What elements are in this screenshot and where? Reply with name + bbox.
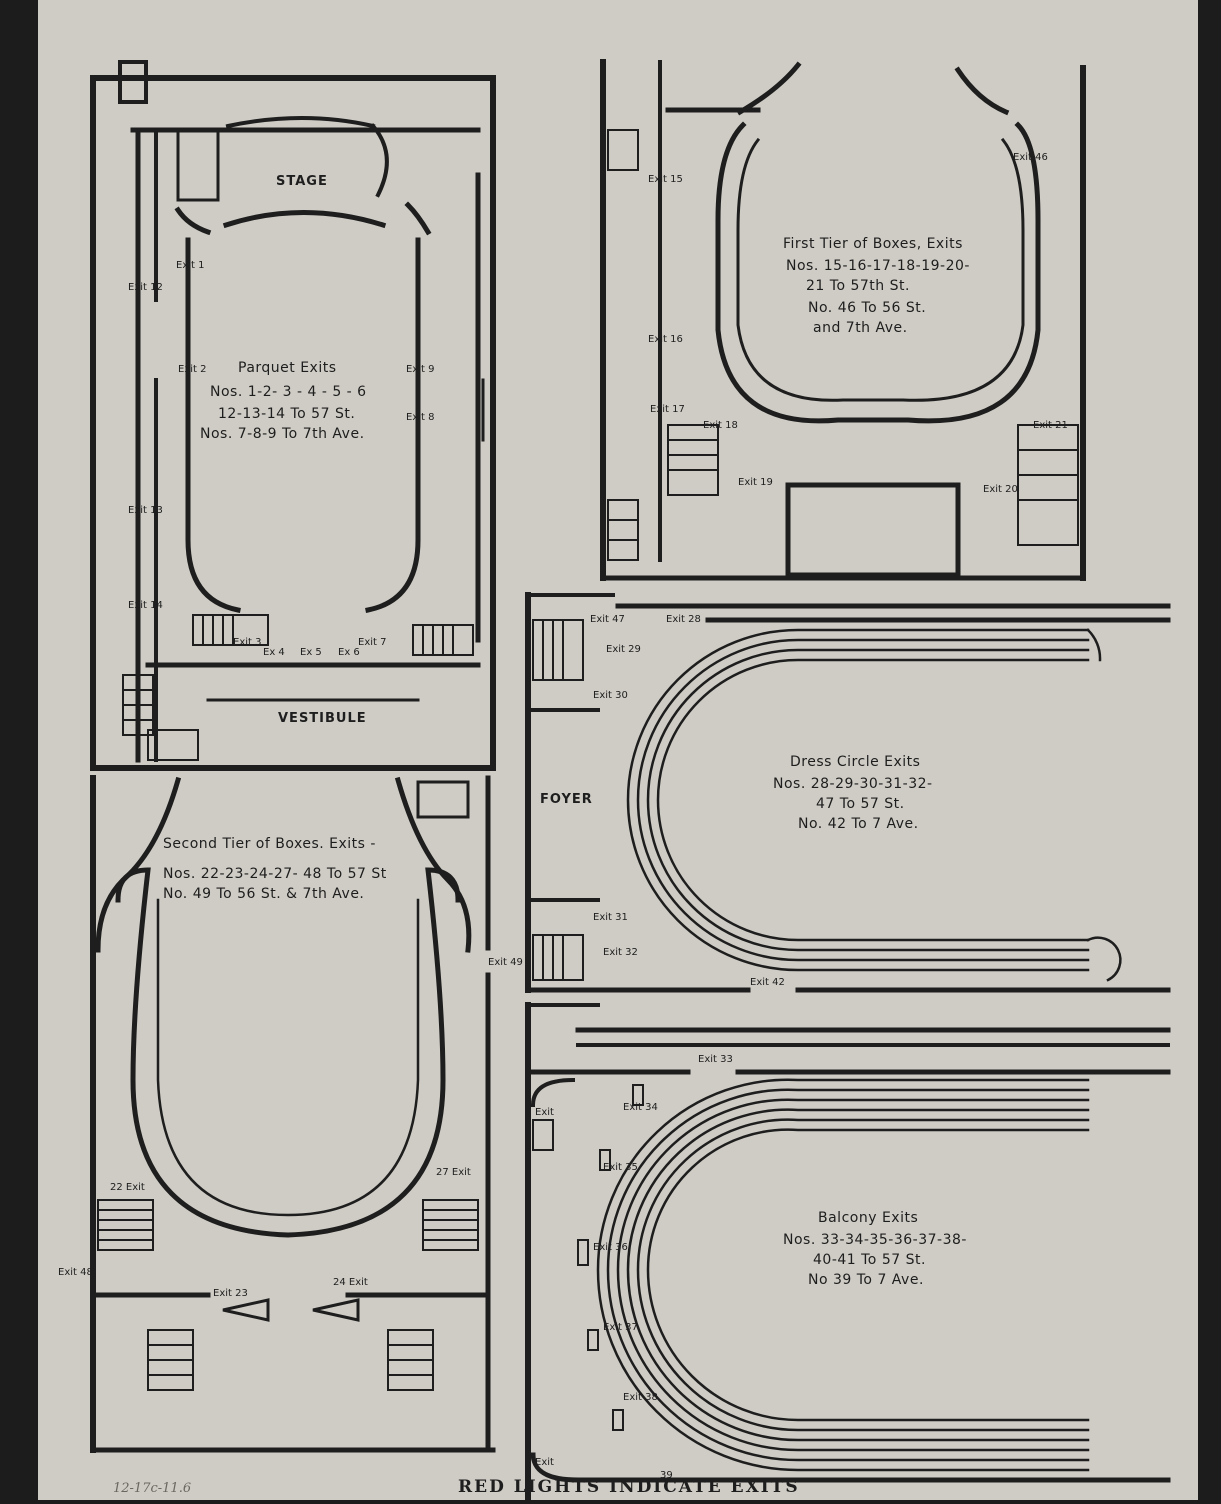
exit-36-label: Exit 36 bbox=[593, 1242, 628, 1253]
exit-46-label: Exit 46 bbox=[1013, 152, 1048, 163]
second-tier-line1: Nos. 22-23-24-27- 48 To 57 St bbox=[163, 866, 387, 882]
exit-5-label: Ex 5 bbox=[300, 647, 322, 658]
exit-14-label: Exit 14 bbox=[128, 600, 163, 611]
foyer-label: FOYER bbox=[540, 792, 593, 807]
exit-16-label: Exit 16 bbox=[648, 334, 683, 345]
parquet-line2: 12-13-14 To 57 St. bbox=[218, 406, 355, 422]
exit-lower-label: Exit bbox=[535, 1457, 554, 1468]
exit-22-label: 22 Exit bbox=[110, 1182, 145, 1193]
exit-37-label: Exit 37 bbox=[603, 1322, 638, 1333]
exit-20-label: Exit 20 bbox=[983, 484, 1018, 495]
exit-23-label: Exit 23 bbox=[213, 1288, 248, 1299]
dress-circle-title: Dress Circle Exits bbox=[790, 754, 920, 770]
exit-8-label: Exit 8 bbox=[406, 412, 434, 423]
exit-38-label: Exit 38 bbox=[623, 1392, 658, 1403]
first-tier-line1: Nos. 15-16-17-18-19-20- bbox=[786, 258, 970, 274]
parquet-line1: Nos. 1-2- 3 - 4 - 5 - 6 bbox=[210, 384, 367, 400]
dress-circle-line1: Nos. 28-29-30-31-32- bbox=[773, 776, 933, 792]
exit-12-label: Exit 12 bbox=[128, 282, 163, 293]
exit-4-label: Ex 4 bbox=[263, 647, 285, 658]
footer-caption: RED LIGHTS INDICATE EXITS bbox=[458, 1477, 800, 1497]
first-tier-line3: No. 46 To 56 St. bbox=[808, 300, 926, 316]
floor-plans: STAGE VESTIBULE Parquet Exits Nos. 1-2- … bbox=[58, 59, 1171, 1503]
exit-31-label: Exit 31 bbox=[593, 912, 628, 923]
parquet-plan bbox=[90, 60, 496, 771]
exit-39-label: 39 bbox=[660, 1470, 673, 1481]
second-tier-line2: No. 49 To 56 St. & 7th Ave. bbox=[163, 886, 364, 902]
balcony-line1: Nos. 33-34-35-36-37-38- bbox=[783, 1232, 967, 1248]
exit-13-label: Exit 13 bbox=[128, 505, 163, 516]
dress-circle-line2: 47 To 57 St. bbox=[816, 796, 905, 812]
dress-circle-line3: No. 42 To 7 Ave. bbox=[798, 816, 919, 832]
dress-circle-plan bbox=[525, 592, 1171, 993]
exit-6-label: Ex 6 bbox=[338, 647, 360, 658]
first-tier-line4: and 7th Ave. bbox=[813, 320, 908, 336]
parquet-title: Parquet Exits bbox=[238, 360, 337, 376]
first-tier-title: First Tier of Boxes, Exits bbox=[783, 236, 963, 252]
exit-1-label: Exit 1 bbox=[176, 260, 204, 271]
exit-29-label: Exit 29 bbox=[606, 644, 641, 655]
balcony-plan bbox=[525, 1002, 1171, 1503]
exit-49-label: Exit 49 bbox=[488, 957, 523, 968]
exit-42-label: Exit 42 bbox=[750, 977, 785, 988]
exit-15-label: Exit 15 bbox=[648, 174, 683, 185]
exit-32-label: Exit 32 bbox=[603, 947, 638, 958]
exit-47-label: Exit 47 bbox=[590, 614, 625, 625]
exit-9-label: Exit 9 bbox=[406, 364, 434, 375]
exit-19-label: Exit 19 bbox=[738, 477, 773, 488]
first-tier-line2: 21 To 57th St. bbox=[806, 278, 910, 294]
exit-30-label: Exit 30 bbox=[593, 690, 628, 701]
exit-18-label: Exit 18 bbox=[703, 420, 738, 431]
exit-3-label: Exit 3 bbox=[233, 637, 261, 648]
exit-28-label: Exit 28 bbox=[666, 614, 701, 625]
exit-7-label: Exit 7 bbox=[358, 637, 386, 648]
exit-35-label: Exit 35 bbox=[603, 1162, 638, 1173]
exit-33-label: Exit 33 bbox=[698, 1054, 733, 1065]
vestibule-label: VESTIBULE bbox=[278, 711, 367, 726]
exit-17-label: Exit 17 bbox=[650, 404, 685, 415]
exit-27-label: 27 Exit bbox=[436, 1167, 471, 1178]
stage-label: STAGE bbox=[276, 174, 328, 189]
exit-34-label: Exit 34 bbox=[623, 1102, 658, 1113]
second-tier-plan bbox=[90, 775, 496, 1453]
second-tier-title: Second Tier of Boxes. Exits - bbox=[163, 836, 376, 852]
balcony-line2: 40-41 To 57 St. bbox=[813, 1252, 926, 1268]
exit-upper-label: Exit bbox=[535, 1107, 554, 1118]
exit-24-label: 24 Exit bbox=[333, 1277, 368, 1288]
first-tier-plan bbox=[600, 59, 1086, 581]
exit-48-label: Exit 48 bbox=[58, 1267, 93, 1278]
exit-2-label: Exit 2 bbox=[178, 364, 206, 375]
balcony-line3: No 39 To 7 Ave. bbox=[808, 1272, 924, 1288]
program-page: STAGE VESTIBULE Parquet Exits Nos. 1-2- … bbox=[38, 0, 1198, 1503]
balcony-title: Balcony Exits bbox=[818, 1210, 918, 1226]
handwritten-note: 12-17c-11.6 bbox=[113, 1481, 191, 1496]
exit-21-label: Exit 21 bbox=[1033, 420, 1068, 431]
parquet-line3: Nos. 7-8-9 To 7th Ave. bbox=[200, 426, 365, 442]
